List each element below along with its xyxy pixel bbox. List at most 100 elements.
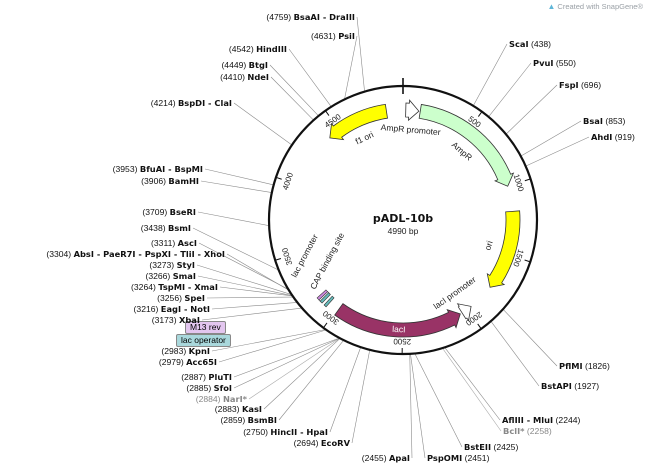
site-label-scai[interactable]: ScaI (438) <box>509 39 551 49</box>
site-position: (3953) <box>113 164 138 174</box>
site-label-hincii-hpai[interactable]: (2750) HincII - HpaI <box>243 427 328 437</box>
site-label-eagi-noti[interactable]: (3216) EagI - NotI <box>134 304 210 314</box>
site-name: SpeI <box>184 293 205 303</box>
site-position: (3906) <box>141 176 166 186</box>
site-label-bcli[interactable]: BclI* (2258) <box>503 426 552 436</box>
site-leader <box>233 102 293 146</box>
site-label-fspi[interactable]: FspI (696) <box>559 80 601 90</box>
site-label-kpni[interactable]: (2983) KpnI <box>161 346 210 356</box>
site-label-bamhi[interactable]: (3906) BamHI <box>141 176 199 186</box>
ruler-tick <box>524 259 531 263</box>
site-position: (3273) <box>149 260 174 270</box>
site-label-absi-paer7i-pspxi-tlii-xhoi[interactable]: (3304) AbsI - PaeR7I - PspXI - TliI - Xh… <box>46 249 225 259</box>
site-position: (3266) <box>145 271 170 281</box>
lac-operator-pill[interactable]: lac operator <box>176 334 231 347</box>
site-label-bspdi-clai[interactable]: (4214) BspDI - ClaI <box>151 98 232 108</box>
site-position: (2694) <box>294 438 319 448</box>
site-name: StyI <box>177 260 195 270</box>
ampr-promoter-arrow[interactable] <box>405 99 420 122</box>
snapgene-credit: ▲Created with SnapGene® <box>548 2 644 11</box>
site-label-bsaai-draiii[interactable]: (4759) BsaAI - DraIII <box>266 12 355 22</box>
site-label-acc65i[interactable]: (2979) Acc65I <box>159 357 217 367</box>
site-label-spei[interactable]: (3256) SpeI <box>157 293 205 303</box>
site-leader <box>520 120 582 157</box>
site-position: (3173) <box>152 315 177 325</box>
site-leader <box>198 242 289 290</box>
site-label-afliii-mlui[interactable]: AflIII - MluI (2244) <box>502 415 581 425</box>
site-leader <box>211 329 326 352</box>
site-name: NdeI <box>247 72 269 82</box>
site-label-bsteii[interactable]: BstEII (2425) <box>464 442 518 452</box>
cap-binding-site-marker[interactable] <box>323 295 335 308</box>
site-name: BstEII <box>464 442 491 452</box>
site-position: (2885) <box>186 383 211 393</box>
site-label-bsmbi[interactable]: (2859) BsmBI <box>220 415 277 425</box>
site-label-kasi[interactable]: (2883) KasI <box>215 404 262 414</box>
site-name: XbaI <box>179 315 200 325</box>
ruler-tick <box>477 111 483 117</box>
site-label-bsai[interactable]: BsaI (853) <box>583 116 626 126</box>
site-label-bsmi[interactable]: (3438) BsmI <box>141 223 191 233</box>
site-label-smai[interactable]: (3266) SmaI <box>145 271 196 281</box>
site-name: BsmBI <box>248 415 277 425</box>
site-position: (2979) <box>159 357 184 367</box>
site-leader <box>505 84 558 135</box>
laci-arrow[interactable] <box>334 303 461 338</box>
site-label-asci[interactable]: (3311) AscI <box>151 238 197 248</box>
site-name: FspI <box>559 80 579 90</box>
site-name: PflMI <box>559 361 583 371</box>
site-label-xbai[interactable]: (3173) XbaI <box>152 315 200 325</box>
site-label-ndei[interactable]: (4410) NdeI <box>220 72 269 82</box>
ori-arrow[interactable] <box>486 210 521 288</box>
site-label-ahdi[interactable]: AhdI (919) <box>591 132 635 142</box>
site-leader <box>218 329 327 363</box>
site-position: (438) <box>531 39 551 49</box>
site-leader <box>356 16 365 92</box>
site-name: AhdI <box>591 132 612 142</box>
site-label-btgi[interactable]: (4449) BtgI <box>221 60 268 70</box>
site-leader <box>211 302 298 310</box>
site-position: (2750) <box>243 427 268 437</box>
ruler-tick-label: 3500 <box>280 246 294 266</box>
ampr-arrow[interactable] <box>418 103 515 187</box>
site-position: (2455) <box>362 453 387 463</box>
site-leader <box>270 76 314 121</box>
lac-operator-marker[interactable] <box>319 292 331 304</box>
m13-rev-pill[interactable]: M13 rev <box>185 321 226 334</box>
site-label-bseri[interactable]: (3709) BseRI <box>142 207 196 217</box>
site-label-tspmi-xmai[interactable]: (3264) TspMI - XmaI <box>131 282 218 292</box>
f1-ori-arrow[interactable] <box>329 103 388 141</box>
site-label-bfuai-bspmi[interactable]: (3953) BfuAI - BspMI <box>113 164 203 174</box>
ori-label: ori <box>482 239 494 251</box>
site-label-hindiii[interactable]: (4542) HindIII <box>229 44 287 54</box>
site-label-apai[interactable]: (2455) ApaI <box>362 453 410 463</box>
site-label-styi[interactable]: (3273) StyI <box>149 260 195 270</box>
m13-rev-marker[interactable] <box>316 289 329 301</box>
site-position: (2884) <box>196 394 221 404</box>
site-position: (2983) <box>161 346 186 356</box>
site-position: (550) <box>556 58 576 68</box>
site-position: (3304) <box>46 249 71 259</box>
site-name: KpnI <box>189 346 210 356</box>
site-name: SfoI <box>214 383 232 393</box>
laci-promoter-arrow[interactable] <box>456 303 472 322</box>
site-label-sfoi[interactable]: (2885) SfoI <box>186 383 232 393</box>
site-label-psii[interactable]: (4631) PsiI <box>311 31 355 41</box>
site-label-pvui[interactable]: PvuI (550) <box>533 58 576 68</box>
site-name: SmaI <box>173 271 196 281</box>
site-leader <box>525 136 590 167</box>
site-label-pluti[interactable]: (2887) PluTI <box>181 372 232 382</box>
site-label-pflmi[interactable]: PflMI (1826) <box>559 361 610 371</box>
site-label-nari[interactable]: (2884) NarI* <box>196 394 248 404</box>
site-leader <box>410 353 426 459</box>
site-leader <box>197 275 293 296</box>
site-name: BsmI <box>168 223 191 233</box>
site-leader <box>219 286 293 297</box>
site-leader <box>502 308 558 367</box>
site-label-bstapi[interactable]: BstAPI (1927) <box>541 381 599 391</box>
site-label-pspomi[interactable]: PspOMI (2451) <box>427 453 490 463</box>
ruler-tick-label: 1000 <box>512 173 526 193</box>
site-leader <box>344 35 358 100</box>
site-label-ecorv[interactable]: (2694) EcoRV <box>294 438 351 448</box>
